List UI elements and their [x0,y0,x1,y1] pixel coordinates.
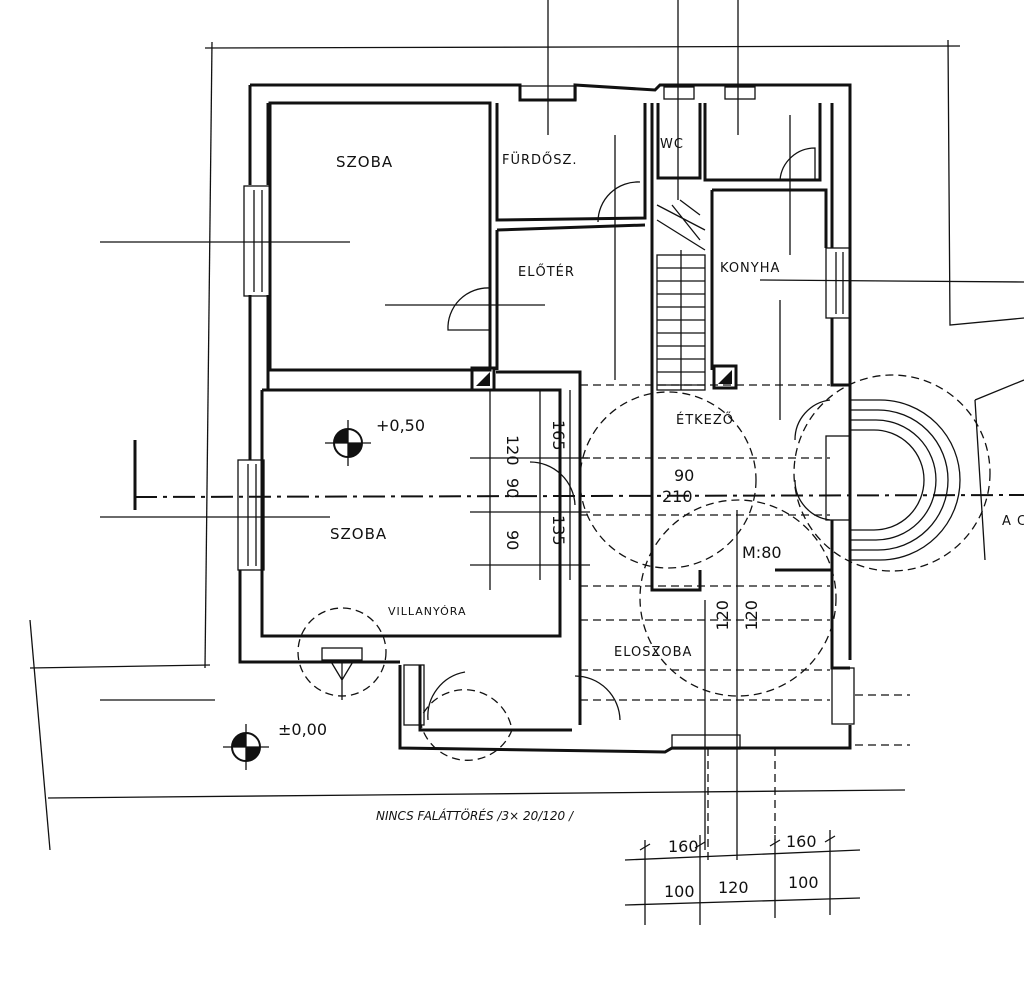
note-falattores: NINCS FALÁTTÖRÉS /3× 20/120 / [376,807,575,823]
dim-160a: 160 [668,837,699,856]
center-axis [133,440,1024,510]
dim-100b: 100 [788,873,819,892]
room-label-eloter: ELŐTÉR [518,264,575,280]
dim-120d: 120 [718,878,749,897]
staircase [656,199,706,391]
room-label-konyha: KONYHA [720,261,780,276]
dim-90c: 90 [674,466,694,485]
room-label-eloszoba: ELOSZOBA [614,645,692,660]
dim-160b: 160 [786,832,817,851]
level-marker-ground [223,724,269,770]
interior-walls [495,103,832,725]
room-label-etkezo: ÉTKEZŐ [676,412,734,428]
room-label-szoba-top: SZOBA [336,153,393,171]
dim-165: 165 [549,420,568,451]
construction-lines [100,0,791,860]
site-lines [29,39,1024,851]
level-label-upper: +0,50 [376,416,425,435]
level-label-ground: ±0,00 [278,720,327,739]
dim-120a: 120 [503,435,522,466]
entrance-marker [297,607,387,700]
room-label-furdoszoba: FÜRDŐSZ. [502,151,578,168]
dim-100a: 100 [664,882,695,901]
dim-120b: 120 [713,600,732,631]
dashed-outlines [419,374,991,860]
room-label-szoba-bottom: SZOBA [330,525,387,543]
dim-120c: 120 [742,600,761,631]
dim-210: 210 [662,487,693,506]
dimension-lines [624,830,861,925]
level-marker-upper [325,420,371,466]
exterior-walls [238,83,852,754]
chimneys [470,364,738,392]
curved-steps [850,399,961,561]
dim-90a: 90 [503,478,522,498]
dim-m80: M:80 [742,543,782,562]
room-label-wc: WC [660,137,684,152]
room-label-villanyora: VILLANYÓRA [388,605,467,618]
door-swings [427,147,831,721]
edge-text: A C [1002,514,1024,529]
windows [237,85,855,750]
dim-90b: 90 [503,530,522,550]
dim-135: 135 [549,515,568,546]
